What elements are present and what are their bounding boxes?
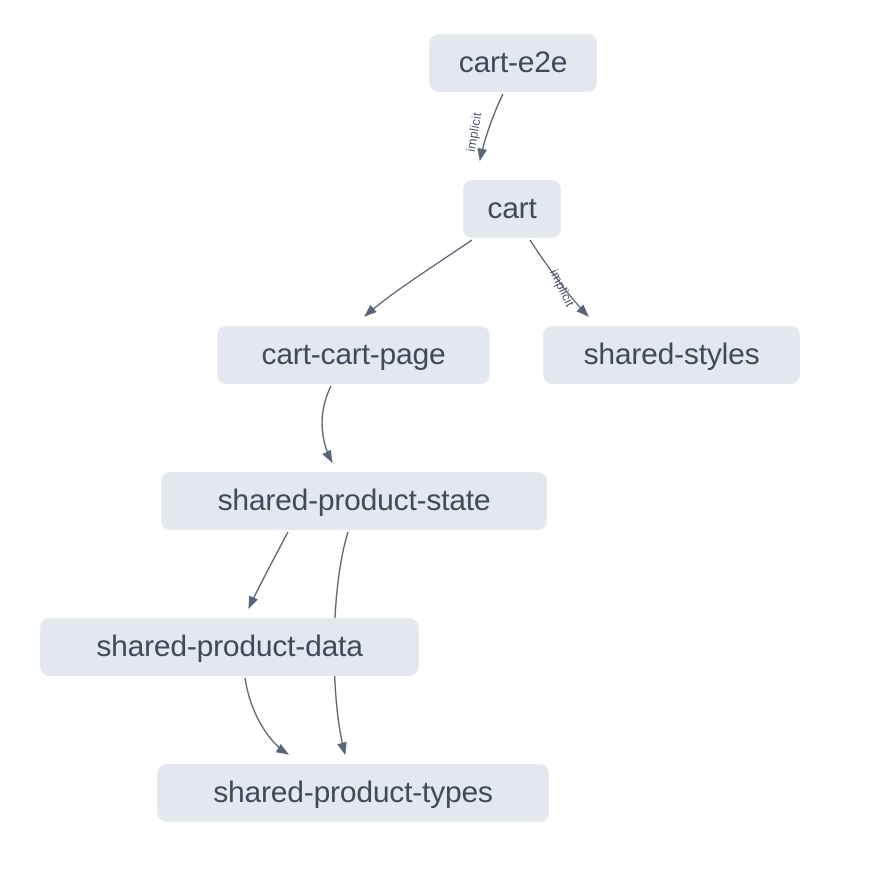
edge-cart-to-shared-styles <box>529 239 589 317</box>
graph-node-shared-styles[interactable]: shared-styles <box>543 326 800 384</box>
graph-node-shared-product-data[interactable]: shared-product-data <box>40 618 419 676</box>
edge-cart-e2e-to-cart <box>477 93 504 162</box>
graph-node-shared-product-state[interactable]: shared-product-state <box>161 472 547 530</box>
graph-node-label: cart-e2e <box>458 46 568 79</box>
graph-node-label: cart-cart-page <box>261 338 446 371</box>
graph-node-cart[interactable]: cart <box>463 180 561 238</box>
edge-cart-cart-page-to-shared-product-state <box>321 385 333 463</box>
edge-data-to-types <box>244 677 289 755</box>
graph-node-cart-cart-page[interactable]: cart-cart-page <box>217 326 490 384</box>
edge-state-to-data <box>248 531 289 610</box>
graph-node-label: cart <box>487 192 537 225</box>
graph-node-shared-product-types[interactable]: shared-product-types <box>157 764 549 822</box>
graph-node-label: shared-product-types <box>213 776 493 809</box>
graph-node-label: shared-product-state <box>217 484 491 517</box>
edge-label-cart-to-shared-styles: implicit <box>546 267 578 309</box>
graph-node-label: shared-styles <box>583 338 760 371</box>
graph-node-cart-e2e[interactable]: cart-e2e <box>429 34 597 92</box>
graph-node-label: shared-product-data <box>96 630 363 663</box>
edge-cart-to-cart-cart-page <box>364 239 473 317</box>
edge-label-cart-e2e-to-cart: implicit <box>463 111 485 153</box>
